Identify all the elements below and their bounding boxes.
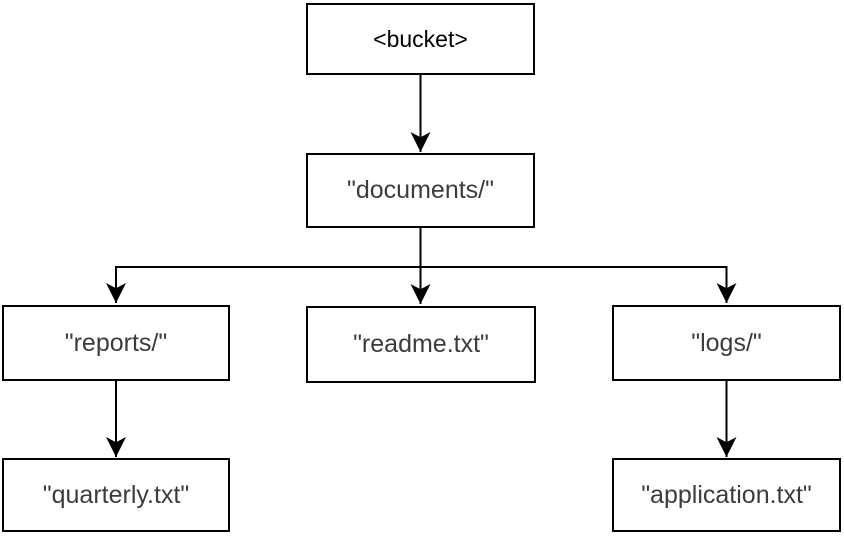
node-readme: "readme.txt" (306, 306, 536, 383)
node-logs-label: "logs/" (691, 328, 762, 357)
node-documents-label: "documents/" (347, 176, 494, 204)
node-readme-label: "readme.txt" (353, 330, 489, 358)
node-reports-label: "reports/" (64, 328, 168, 357)
node-reports: "reports/" (2, 305, 230, 381)
node-application: "application.txt" (612, 458, 841, 532)
edge-documents-logs (420, 266, 737, 303)
node-bucket-label: <bucket> (373, 25, 468, 52)
node-documents: "documents/" (306, 153, 535, 228)
node-logs: "logs/" (612, 305, 841, 381)
node-quarterly-label: "quarterly.txt" (42, 480, 190, 509)
node-bucket: <bucket> (306, 3, 535, 75)
edge-documents-reports (106, 228, 422, 303)
node-quarterly: "quarterly.txt" (2, 458, 230, 532)
node-application-label: "application.txt" (641, 480, 812, 509)
